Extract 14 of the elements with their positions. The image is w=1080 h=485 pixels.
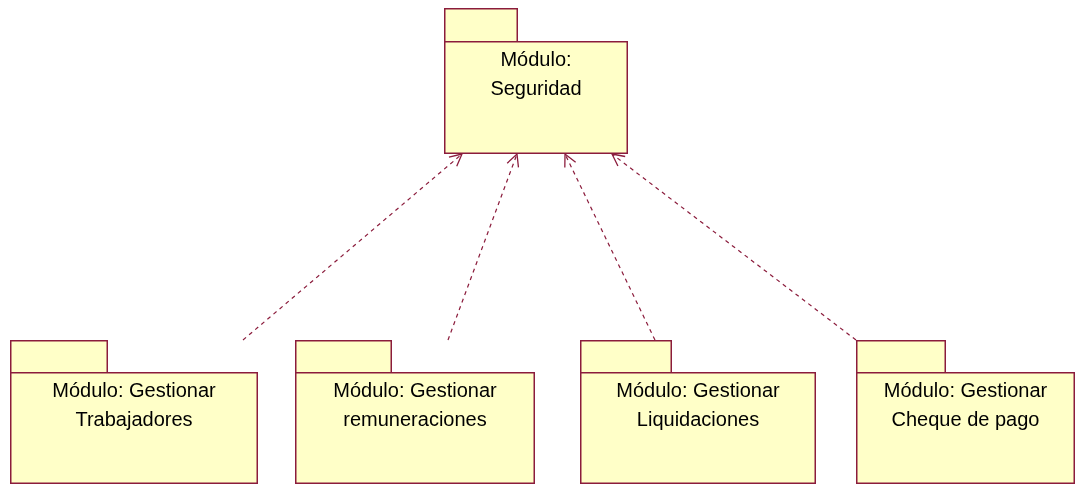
package-shape — [580, 340, 816, 484]
package-shape — [444, 8, 628, 154]
dependency-arrow — [242, 153, 463, 341]
dependency-arrow — [447, 153, 520, 341]
dependency-arrow — [564, 153, 656, 341]
package-label: Módulo: Seguridad — [489, 47, 583, 101]
package-label: Módulo: Gestionar Cheque de pago — [882, 378, 1049, 432]
dependency-arrow — [611, 153, 857, 341]
package-label: Módulo: Gestionar remuneraciones — [332, 378, 498, 432]
package-shape — [295, 340, 535, 484]
package-label: Módulo: Gestionar Liquidaciones — [615, 378, 781, 432]
package-shape — [856, 340, 1075, 484]
package-shape — [10, 340, 258, 484]
package-label: Módulo: Gestionar Trabajadores — [51, 378, 217, 432]
